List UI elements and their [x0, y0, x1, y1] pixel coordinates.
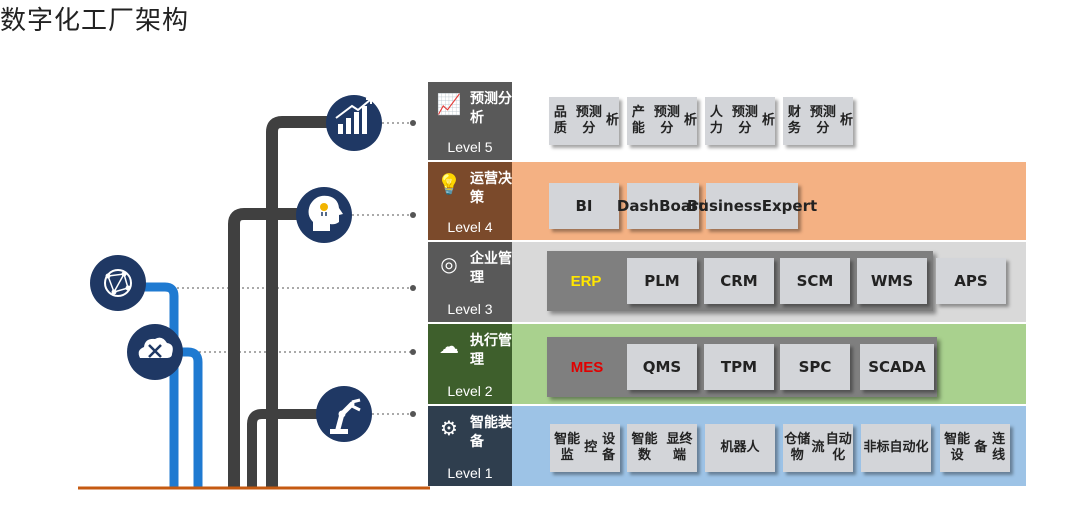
network-globe-icon — [90, 255, 146, 311]
robot-arm-icon — [316, 386, 372, 442]
system-box: BI — [549, 183, 619, 229]
level-name: 智能装备 — [470, 415, 512, 450]
branch-l5 — [266, 116, 330, 487]
robot-arm-icon: ⚙ — [440, 418, 458, 440]
level-number: Level 4 — [447, 219, 493, 235]
system-box: 非标自动化 — [861, 424, 931, 472]
system-box: WMS — [857, 258, 927, 304]
level-name: 预测分析 — [470, 91, 512, 126]
level-label-5: 📈 预测分析 Level 5 — [428, 82, 512, 160]
level-number: Level 5 — [447, 139, 493, 155]
system-box: SCADA — [860, 344, 934, 390]
system-box: APS — [936, 258, 1006, 304]
system-box: 品质预测分析 — [549, 97, 619, 145]
system-box: PLM — [627, 258, 697, 304]
page-title: 数字化工厂架构 — [0, 6, 190, 36]
chart-growth-icon: 📈 — [436, 94, 462, 116]
branch-l3 — [140, 282, 179, 487]
system-box: 机器人 — [705, 424, 775, 472]
level-label-3: ◎ 企业管理 Level 3 — [428, 242, 512, 322]
chart-growth-icon — [326, 95, 382, 151]
level-label-2: ☁ 执行管理 Level 2 — [428, 324, 512, 404]
system-box: 智能数显终端 — [627, 424, 697, 472]
system-box: SCM — [780, 258, 850, 304]
system-box: 智能监控设备 — [550, 424, 620, 472]
system-box: TPM — [704, 344, 774, 390]
system-box: CRM — [704, 258, 774, 304]
level-name: 企业管理 — [470, 251, 512, 286]
system-box: 财务预测分析 — [783, 97, 853, 145]
system-box: 人力预测分析 — [705, 97, 775, 145]
brain-head-icon — [296, 187, 352, 243]
mes-label: MES — [570, 358, 604, 376]
level-label-4: 💡 运营决策 Level 4 — [428, 162, 512, 240]
cloud-tools-icon: ☁ — [439, 336, 459, 358]
level-label-1: ⚙ 智能装备 Level 1 — [428, 406, 512, 486]
network-globe-icon: ◎ — [440, 254, 458, 276]
level-number: Level 2 — [447, 383, 493, 399]
erp-label: ERP — [570, 272, 602, 290]
branch-l4 — [228, 208, 300, 487]
system-box: 仓储物流自动化 — [783, 424, 853, 472]
system-box: SPC — [780, 344, 850, 390]
level-name: 运营决策 — [470, 171, 512, 206]
level-name: 执行管理 — [470, 333, 512, 368]
level-number: Level 1 — [447, 465, 493, 481]
system-box: 智能设备连线 — [940, 424, 1010, 472]
cloud-tools-icon — [127, 324, 183, 380]
system-box: 产能预测分析 — [627, 97, 697, 145]
system-box: QMS — [627, 344, 697, 390]
branch-l2 — [176, 347, 203, 487]
branch-l1 — [247, 409, 320, 487]
level-number: Level 3 — [447, 301, 493, 317]
brain-head-icon: 💡 — [436, 174, 462, 196]
